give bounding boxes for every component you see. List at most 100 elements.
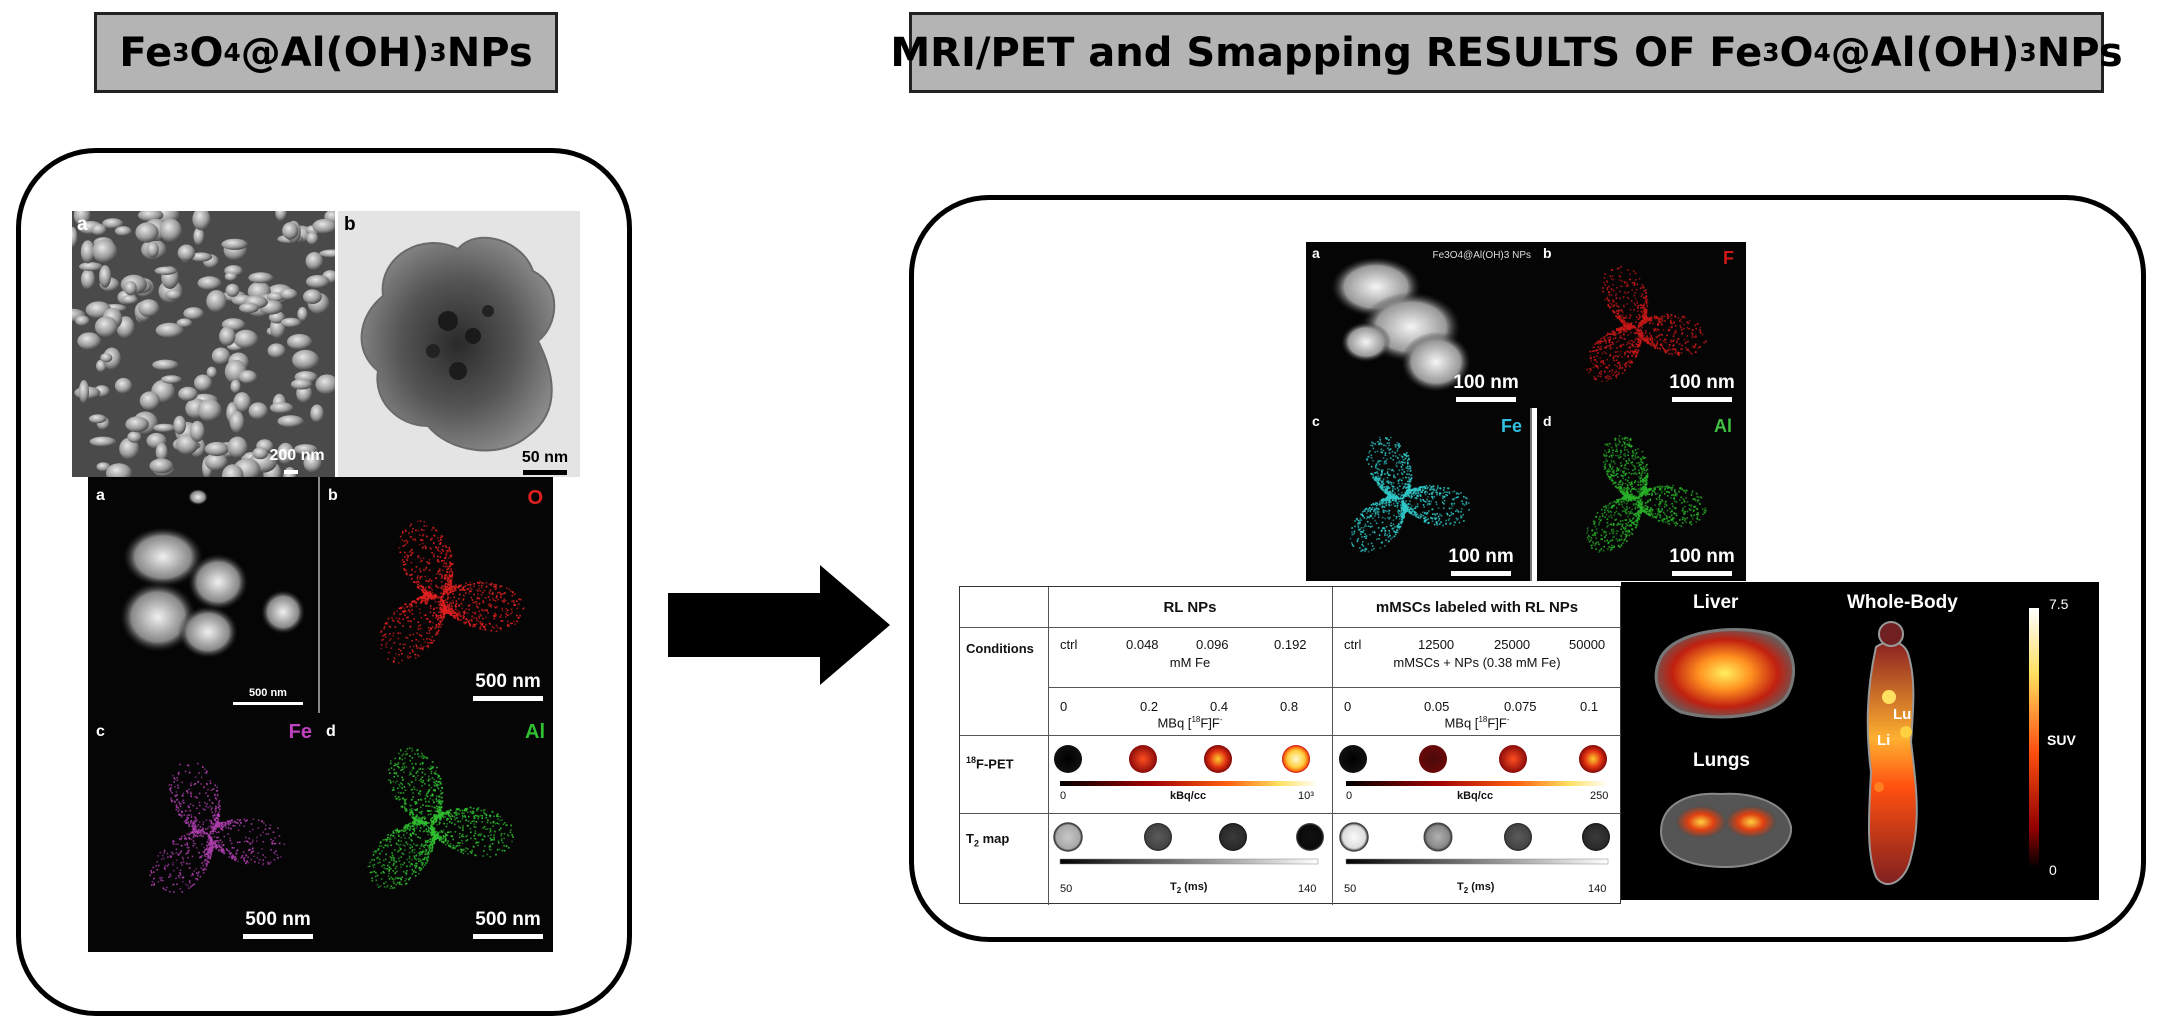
pet-bar-right-max: 250 bbox=[1590, 790, 1609, 802]
pet-bar-left-label: kBq/cc bbox=[1170, 790, 1207, 802]
results-table: RL NPs mMSCs labeled with RL NPs Conditi… bbox=[959, 586, 1622, 905]
oxygen-label: O bbox=[527, 487, 543, 509]
rl-mbq-0: 0 bbox=[1060, 699, 1068, 714]
t2-phantoms bbox=[1053, 822, 1610, 865]
liver-scan bbox=[1654, 628, 1796, 719]
right-map-a: a Fe3O4@Al(OH)3 NPs 100 nm bbox=[1306, 242, 1537, 408]
pet-ms-1 bbox=[1419, 745, 1447, 773]
right-map-a-scale: 100 nm bbox=[1446, 372, 1526, 402]
t2-bar-left-label: T2 (ms) bbox=[1170, 881, 1208, 896]
left-map-d-dots bbox=[367, 747, 514, 890]
suv-max-label: 7.5 bbox=[2049, 596, 2069, 612]
right-map-c-label: c bbox=[1312, 413, 1320, 429]
t2-colorbar-left bbox=[1059, 858, 1319, 865]
pet-bar-right-label: kBq/cc bbox=[1457, 790, 1494, 802]
iron-label-right: Fe bbox=[1500, 416, 1522, 436]
fluorine-label: F bbox=[1723, 248, 1734, 268]
suv-min-label: 0 bbox=[2049, 862, 2057, 878]
right-map-a-caption: Fe3O4@Al(OH)3 NPs bbox=[1432, 250, 1531, 261]
ms-conc-1: 12500 bbox=[1418, 637, 1455, 652]
ms-mbq-0: 0 bbox=[1344, 699, 1352, 714]
ms-mbq-unit: MBq [18F]F- bbox=[1444, 715, 1510, 731]
right-map-c-dots bbox=[1349, 436, 1470, 553]
pet-bar-left-max: 10³ bbox=[1298, 790, 1314, 802]
pet-bar-left-min: 0 bbox=[1060, 790, 1067, 802]
row-conditions-label: Conditions bbox=[966, 641, 1034, 656]
right-map-b-label: b bbox=[1543, 245, 1552, 261]
t2-rl-1 bbox=[1144, 823, 1172, 851]
suv-label: SUV bbox=[2047, 732, 2076, 748]
pet-rl-0 bbox=[1054, 745, 1082, 773]
rl-conc-unit: mM Fe bbox=[1169, 655, 1211, 670]
aluminum-label-right: Al bbox=[1714, 416, 1732, 436]
left-map-c-label: c bbox=[96, 723, 105, 740]
right-map-a-label: a bbox=[1312, 245, 1320, 261]
header-mmscs: mMSCs labeled with RL NPs bbox=[1375, 599, 1579, 616]
sem-image: a 200 nm bbox=[72, 211, 335, 477]
t2-bar-left-max: 140 bbox=[1298, 883, 1317, 895]
t2-bar-right-max: 140 bbox=[1588, 883, 1607, 895]
t2-colorbar-right bbox=[1345, 858, 1609, 865]
left-map-a-scale: 500 nm bbox=[228, 687, 308, 705]
li-label: Li bbox=[1877, 732, 1891, 749]
rl-mbq-1: 0.2 bbox=[1140, 699, 1159, 714]
right-map-b-scale: 100 nm bbox=[1662, 372, 1742, 402]
right-map-d-scale: 100 nm bbox=[1662, 546, 1742, 576]
left-map-a-label: a bbox=[96, 487, 105, 504]
ms-mbq-1: 0.05 bbox=[1424, 699, 1450, 714]
left-map-b-dots bbox=[380, 520, 525, 664]
ms-conc-0: ctrl bbox=[1344, 637, 1362, 652]
tem-label: b bbox=[344, 214, 356, 235]
right-map-d: d Al 100 nm bbox=[1537, 408, 1746, 581]
whole-body-scan bbox=[1866, 640, 1918, 886]
pet-ms-0 bbox=[1339, 745, 1367, 773]
rl-mbq-unit: MBq [18F]F- bbox=[1157, 715, 1223, 731]
iron-label-left: Fe bbox=[288, 721, 312, 743]
ms-conc-2: 25000 bbox=[1494, 637, 1531, 652]
pet-colorbar-left bbox=[1060, 781, 1318, 786]
right-map-d-dots bbox=[1586, 435, 1707, 553]
row-t2-label: T2 map bbox=[966, 831, 1010, 849]
left-map-c-scale: 500 nm bbox=[238, 909, 318, 939]
pet-rl-3 bbox=[1282, 745, 1310, 773]
t2-bar-right-label: T2 (ms) bbox=[1457, 881, 1495, 896]
right-map-a-texture bbox=[1331, 257, 1471, 392]
tem-particle bbox=[338, 211, 580, 477]
t2-ms-2 bbox=[1504, 823, 1532, 851]
tem-scale-bar: 50 nm bbox=[516, 449, 574, 475]
rl-conc-1: 0.048 bbox=[1126, 637, 1159, 652]
aluminum-label-left: Al bbox=[525, 721, 545, 743]
t2-ms-1 bbox=[1423, 822, 1453, 852]
t2-rl-0 bbox=[1053, 822, 1083, 852]
ms-conc-unit: mMSCs + NPs (0.38 mM Fe) bbox=[1393, 655, 1561, 670]
right-map-b-dots bbox=[1586, 266, 1707, 383]
lu-label: Lu bbox=[1893, 706, 1912, 723]
liver-label: Liver bbox=[1693, 592, 1739, 613]
left-map-d: d Al 500 nm bbox=[320, 713, 553, 952]
left-map-d-scale: 500 nm bbox=[468, 909, 548, 939]
ms-mbq-3: 0.1 bbox=[1580, 699, 1599, 714]
t2-rl-3 bbox=[1296, 823, 1324, 851]
rl-conc-2: 0.096 bbox=[1196, 637, 1229, 652]
pet-organ-renders bbox=[1654, 608, 2039, 886]
left-map-b-label: b bbox=[328, 487, 338, 504]
left-map-a: a 500 nm bbox=[88, 477, 320, 713]
suv-colorbar bbox=[2029, 608, 2039, 868]
pet-rl-1 bbox=[1129, 745, 1157, 773]
left-map-d-label: d bbox=[326, 723, 336, 740]
right-map-b: b F 100 nm bbox=[1537, 242, 1746, 408]
t2-ms-3 bbox=[1582, 823, 1610, 851]
right-map-d-label: d bbox=[1543, 413, 1552, 429]
rl-conc-3: 0.192 bbox=[1274, 637, 1307, 652]
pet-phantoms bbox=[1054, 745, 1608, 786]
whole-body-label: Whole-Body bbox=[1847, 592, 1958, 613]
ms-conc-3: 50000 bbox=[1569, 637, 1606, 652]
pet-ms-3 bbox=[1579, 745, 1607, 773]
pet-rl-2 bbox=[1204, 745, 1232, 773]
header-rl-nps: RL NPs bbox=[1163, 599, 1217, 616]
pet-bar-right-min: 0 bbox=[1346, 790, 1353, 802]
left-map-a-texture bbox=[120, 489, 305, 658]
right-map-c-scale: 100 nm bbox=[1441, 546, 1521, 576]
row-pet-label: 18F-PET bbox=[966, 755, 1014, 772]
